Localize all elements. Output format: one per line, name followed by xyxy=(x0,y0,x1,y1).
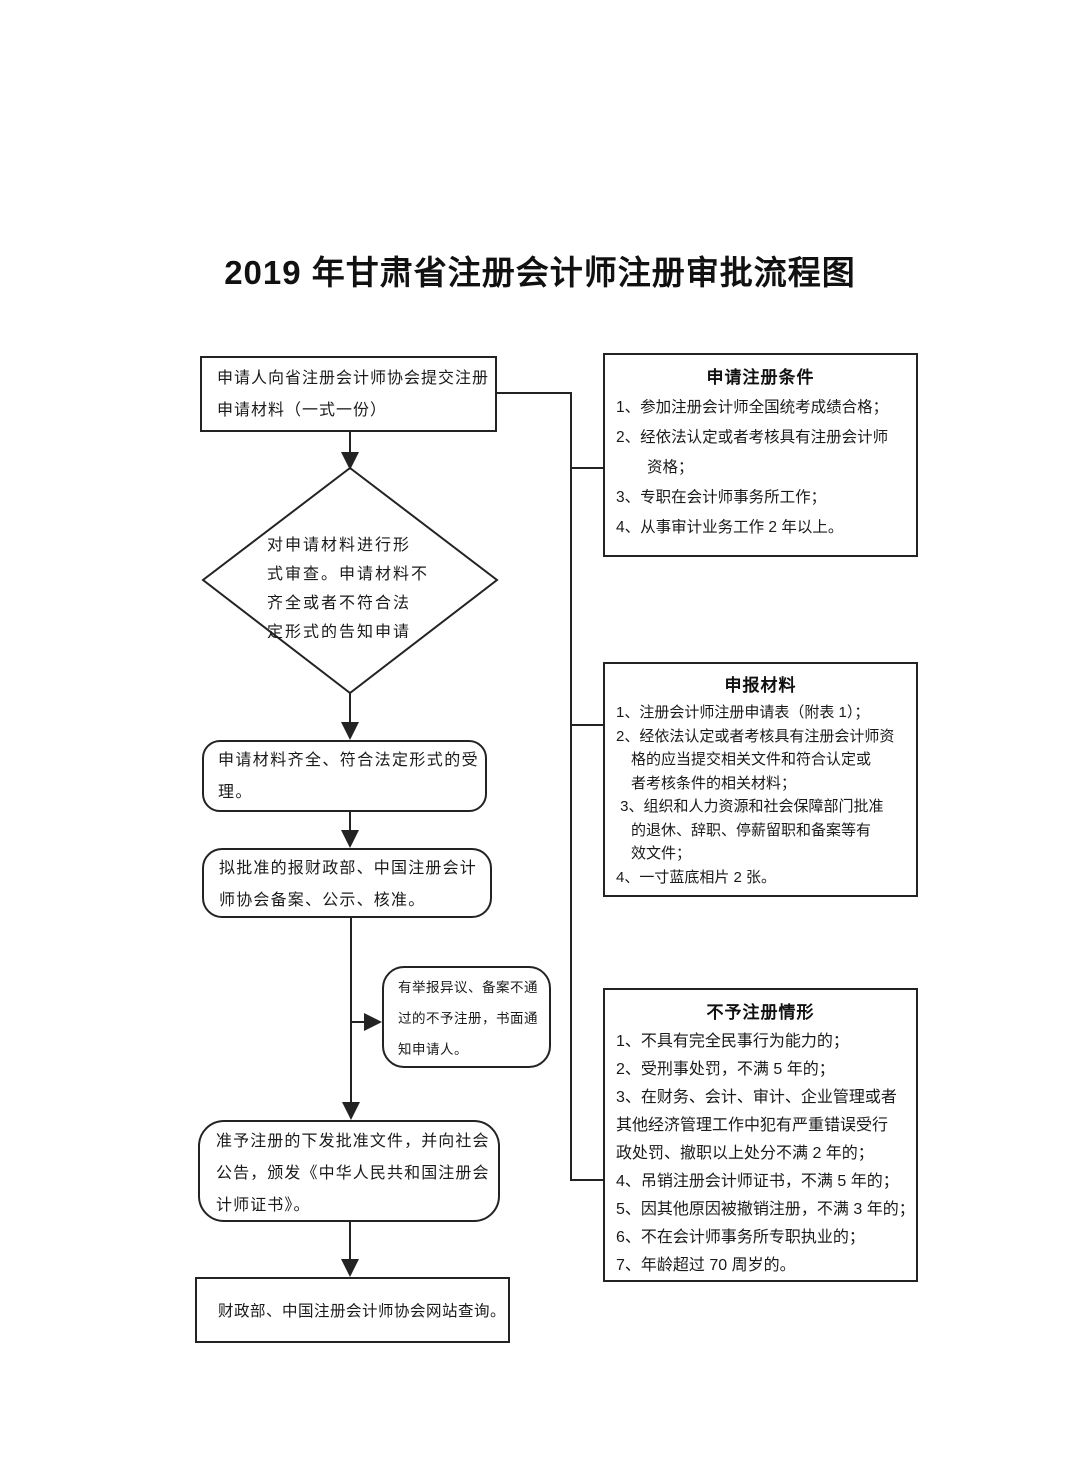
arrow-down-icon xyxy=(341,830,359,848)
arrow-down-icon xyxy=(341,1259,359,1277)
info-box-materials: 申报材料 1、注册会计师注册申请表（附表 1）； 2、经依法认定或者考核具有注册… xyxy=(603,662,918,897)
info-box-item: 4、吊销注册会计师证书，不满 5 年的； xyxy=(616,1173,899,1190)
info-box-item: 7、年龄超过 70 周岁的。 xyxy=(616,1257,796,1274)
info-box-item: 4、从事审计业务工作 2 年以上。 xyxy=(616,519,844,536)
box-submit-application: 申请人向省注册会计师协会提交注册 申请材料（一式一份） xyxy=(200,356,497,432)
info-box-title: 申报材料 xyxy=(724,676,797,695)
decision-review-text: 对申请材料进行形 式审查。申请材料不 齐全或者不符合法 定形式的告知申请 xyxy=(267,537,430,638)
info-box-conditions: 申请注册条件 1、参加注册会计师全国统考成绩合格； 2、经依法认定或者考核具有注… xyxy=(603,353,918,557)
info-box-denial-cases: 不予注册情形 1、不具有完全民事行为能力的； 2、受刑事处罚，不满 5 年的； … xyxy=(603,988,918,1282)
box-acceptance: 申请材料齐全、符合法定形式的受 理。 xyxy=(202,740,487,812)
info-box-title: 不予注册情形 xyxy=(706,1003,815,1022)
arrow-down-icon xyxy=(341,452,359,470)
info-box-item: 1、不具有完全民事行为能力的； xyxy=(616,1033,849,1050)
connector-line xyxy=(497,392,603,1181)
info-box-item: 4、一寸蓝底相片 2 张。 xyxy=(616,868,777,886)
info-box-item: 2、经依法认定或者考核具有注册会计师 资格； xyxy=(616,429,889,476)
info-box-item: 1、参加注册会计师全国统考成绩合格； xyxy=(616,399,889,416)
arrow-right-icon xyxy=(364,1013,382,1031)
info-box-item: 5、因其他原因被撤销注册，不满 3 年的； xyxy=(616,1201,915,1218)
info-box-item: 3、专职在会计师事务所工作； xyxy=(616,489,827,506)
info-box-title: 申请注册条件 xyxy=(706,368,815,387)
info-box-item: 6、不在会计师事务所专职执业的； xyxy=(616,1229,865,1246)
info-box-item: 2、受刑事处罚，不满 5 年的； xyxy=(616,1061,835,1078)
page-title: 2019 年甘肃省注册会计师注册审批流程图 xyxy=(224,254,856,291)
info-box-item: 2、经依法认定或者考核具有注册会计师资 格的应当提交相关文件和符合认定或 者考核… xyxy=(616,727,895,792)
box-approval-filing: 拟批准的报财政部、中国注册会计 师协会备案、公示、核准。 xyxy=(202,848,492,918)
arrow-down-icon xyxy=(341,722,359,740)
info-box-item: 1、注册会计师注册申请表（附表 1）； xyxy=(616,704,870,721)
box-rejection-notice: 有举报异议、备案不通 过的不予注册，书面通 知申请人。 xyxy=(382,966,551,1068)
arrow-down-icon xyxy=(342,1102,360,1120)
info-box-item: 3、在财务、会计、审计、企业管理或者 其他经济管理工作中犯有严重错误受行 政处罚… xyxy=(616,1089,897,1162)
box-issue-certificate: 准予注册的下发批准文件，并向社会 公告，颁发《中华人民共和国注册会 计师证书》。 xyxy=(198,1120,500,1222)
info-box-item: 3、组织和人力资源和社会保障部门批准 的退休、辞职、停薪留职和备案等有 效文件； xyxy=(620,798,884,862)
box-website-query: 财政部、中国注册会计师协会网站查询。 xyxy=(195,1277,510,1343)
